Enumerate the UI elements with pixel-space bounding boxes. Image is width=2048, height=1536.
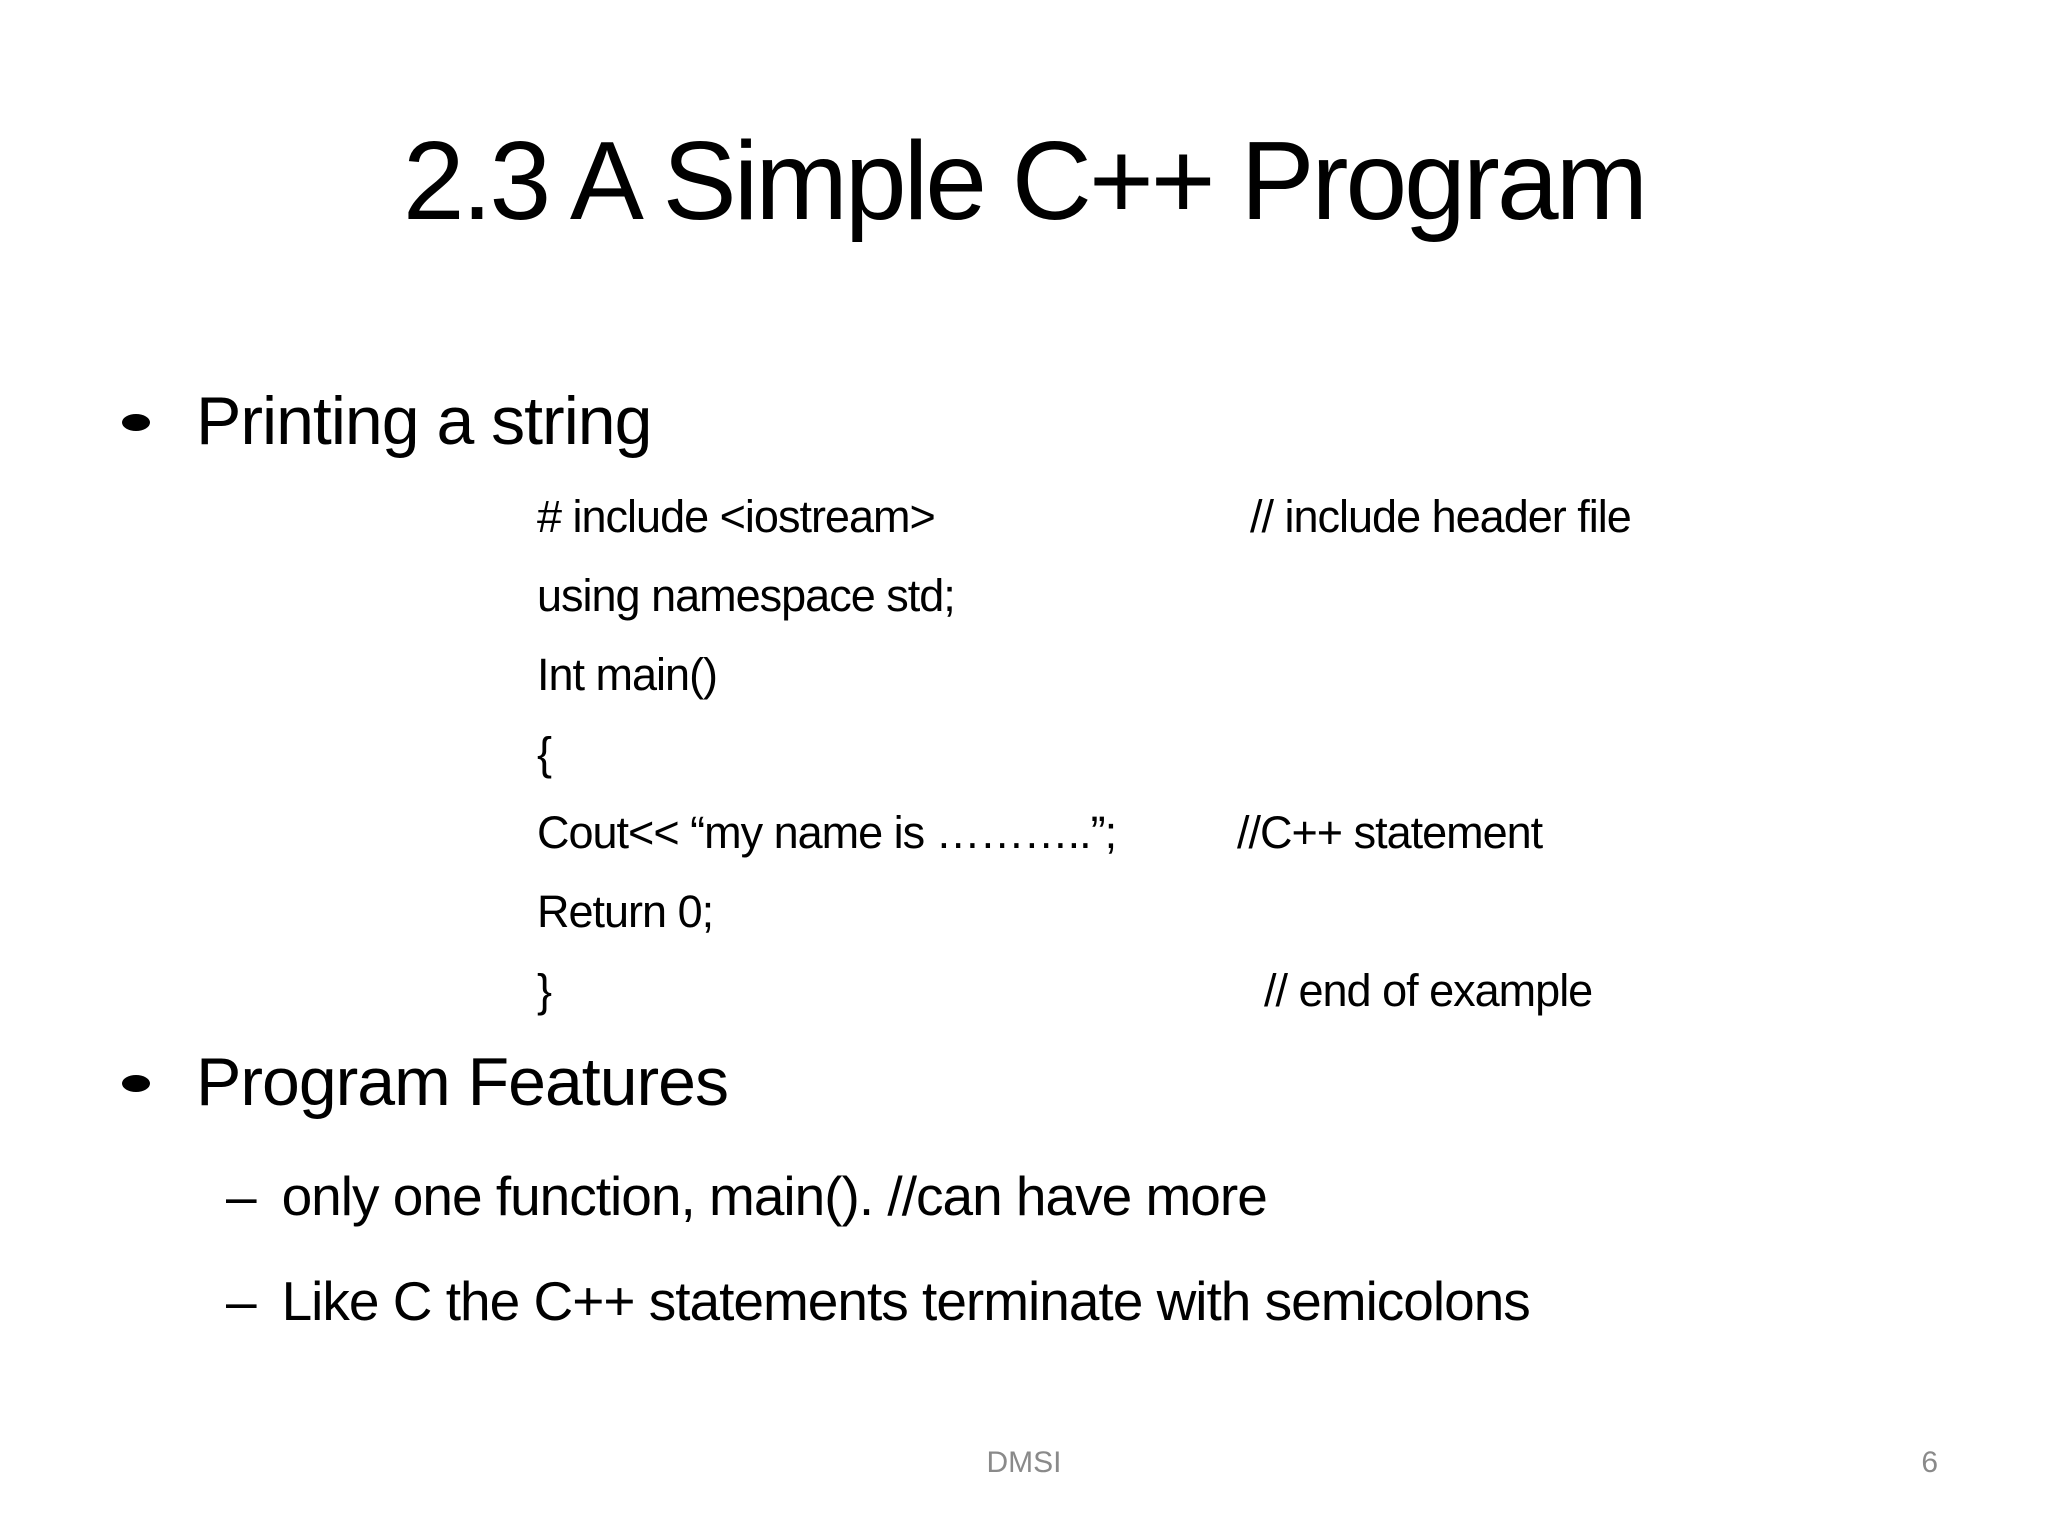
sub-bullet-only-one-function: – only one function, main(). //can have … — [226, 1163, 1268, 1229]
code-text: Return 0; — [537, 886, 714, 937]
dash-bullet-icon: – — [226, 1165, 257, 1227]
footer-doc-label: DMSI — [986, 1446, 1062, 1479]
code-text: Int main() — [537, 649, 718, 700]
code-comment: // end of example — [1264, 965, 1593, 1016]
code-line: Cout<< “my name is ………..”; //C++ stateme… — [537, 793, 1543, 872]
code-text: # include <iostream> — [537, 491, 936, 542]
code-line: Return 0; — [537, 872, 1116, 951]
bullet-printing-a-string: Printing a string — [122, 382, 652, 460]
code-comment: //C++ statement — [1237, 807, 1543, 858]
bullet-label: Printing a string — [196, 383, 652, 459]
dash-bullet-icon: – — [226, 1270, 257, 1332]
code-line: Int main() — [537, 635, 1116, 714]
page-number: 6 — [1921, 1446, 1938, 1479]
code-text: using namespace std; — [537, 570, 956, 621]
code-line: { — [537, 714, 1116, 793]
code-text: Cout<< “my name is ………..”; — [537, 807, 1117, 858]
code-block: # include <iostream> // include header f… — [537, 477, 1632, 1030]
sub-bullet-label: Like C the C++ statements terminate with… — [281, 1270, 1531, 1332]
code-line: # include <iostream> // include header f… — [537, 477, 1632, 556]
bullet-program-features: Program Features — [122, 1043, 729, 1121]
code-comment: // include header file — [1250, 491, 1632, 542]
sub-bullet-label: only one function, main(). //can have mo… — [281, 1165, 1268, 1227]
bullet-dot-icon — [122, 414, 150, 431]
slide-title: 2.3 A Simple C++ Program — [402, 119, 1648, 243]
code-line: } // end of example — [537, 951, 1593, 1030]
sub-bullet-semicolons: – Like C the C++ statements terminate wi… — [226, 1268, 1531, 1334]
code-line: using namespace std; — [537, 556, 1116, 635]
bullet-label: Program Features — [196, 1044, 729, 1120]
code-text: { — [537, 728, 552, 779]
code-text: } — [537, 965, 552, 1016]
bullet-dot-icon — [122, 1075, 150, 1092]
